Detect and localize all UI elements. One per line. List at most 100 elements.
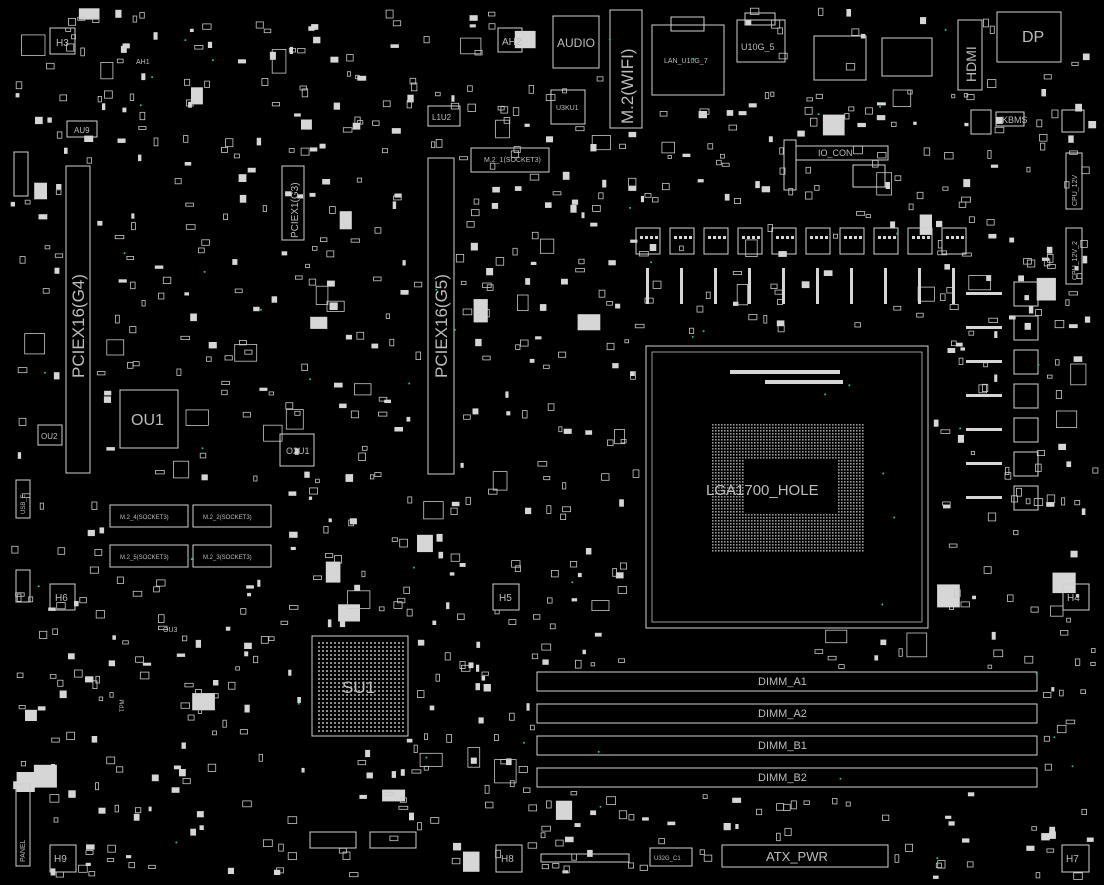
chipset-pin [390,702,392,704]
cpu-pin [862,517,864,519]
smd-component [944,264,950,270]
cpu-pin [811,517,813,519]
smd-component [74,601,79,607]
cpu-pin [784,538,786,540]
cpu-pin [778,433,780,435]
cpu-pin [715,481,717,483]
chipset-pin [358,722,360,724]
cpu-pin [712,481,714,483]
label-kbms: KBMS [1002,115,1028,125]
cpu-pin [841,478,843,480]
smd-component [779,147,784,155]
chipset-pin [326,682,328,684]
cpu-pin [856,424,858,426]
cpu-pin [856,433,858,435]
cpu-pin [841,493,843,495]
smd-component [132,361,140,367]
cpu-pin [757,529,759,531]
cpu-pin [712,523,714,525]
cpu-pin [802,454,804,456]
cpu-pin [859,433,861,435]
smd-component [857,122,866,128]
cpu-pin [784,526,786,528]
cpu-pin [733,439,735,441]
smd-component [1041,89,1046,97]
cpu-pin [739,445,741,447]
chipset-pin [354,714,356,716]
cpu-pin [736,547,738,549]
cpu-pin [802,514,804,516]
smd-component [311,24,319,30]
cpu-pin [820,439,822,441]
smd-component [185,99,194,107]
cpu-pin [712,451,714,453]
smd-component [570,561,578,568]
smd-component [455,253,465,263]
cpu-pin [733,493,735,495]
smd-component [44,245,51,250]
cpu-pin [736,496,738,498]
cpu-pin [715,466,717,468]
cpu-pin [763,451,765,453]
smd-component [518,766,528,773]
cpu-pin [844,544,846,546]
smd-component [372,120,380,126]
chipset-pin [386,666,388,668]
cpu-pin [730,508,732,510]
chipset-pin [398,666,400,668]
smd-component [919,214,932,235]
cpu-pin [742,511,744,513]
vrm-mosfet-side [966,394,1002,397]
cpu-pin [844,547,846,549]
smd-component [313,36,321,44]
chipset-pin [366,714,368,716]
cpu-pin [856,514,858,516]
cpu-pin [820,427,822,429]
cpu-pin [823,514,825,516]
cpu-pin [847,523,849,525]
chipset-pin [394,706,396,708]
cpu-pin [841,490,843,492]
accent-dot [408,382,411,385]
cpu-pin [769,517,771,519]
smd-component [628,185,637,191]
smd-component [473,198,480,205]
chipset-pin [366,674,368,676]
chipset-pin [326,718,328,720]
smd-component [435,673,440,682]
smd-component [560,513,567,520]
smd-component [153,32,158,40]
cpu-pin [838,499,840,501]
chipset-pin [386,718,388,720]
smd-component [562,171,570,180]
cpu-pin [841,457,843,459]
cpu-pin [718,469,720,471]
cpu-pin [748,514,750,516]
cpu-pin [766,439,768,441]
cpu-pin [745,514,747,516]
smd-component [520,339,529,347]
chipset-pin [342,682,344,684]
chipset-pin [378,698,380,700]
cpu-pin [718,508,720,510]
cpu-pin [730,535,732,537]
chipset-pin [334,670,336,672]
hole-label-h3: H3 [56,38,69,49]
smd-component [968,275,991,291]
smd-component [823,270,833,276]
smd-component [591,134,611,151]
cpu-pin [718,511,720,513]
smd-component [280,620,289,625]
cpu-pin [829,442,831,444]
chipset-pin [338,714,340,716]
smd-component [733,301,739,306]
smd-component [450,507,458,516]
cpu-pin [796,448,798,450]
chipset-pin [346,722,348,724]
chipset-pin [394,694,396,696]
cpu-pin [829,529,831,531]
chipset-pin [318,670,320,672]
cpu-pin [745,550,747,552]
chipset-pin [330,662,332,664]
smd-component [1090,662,1096,666]
